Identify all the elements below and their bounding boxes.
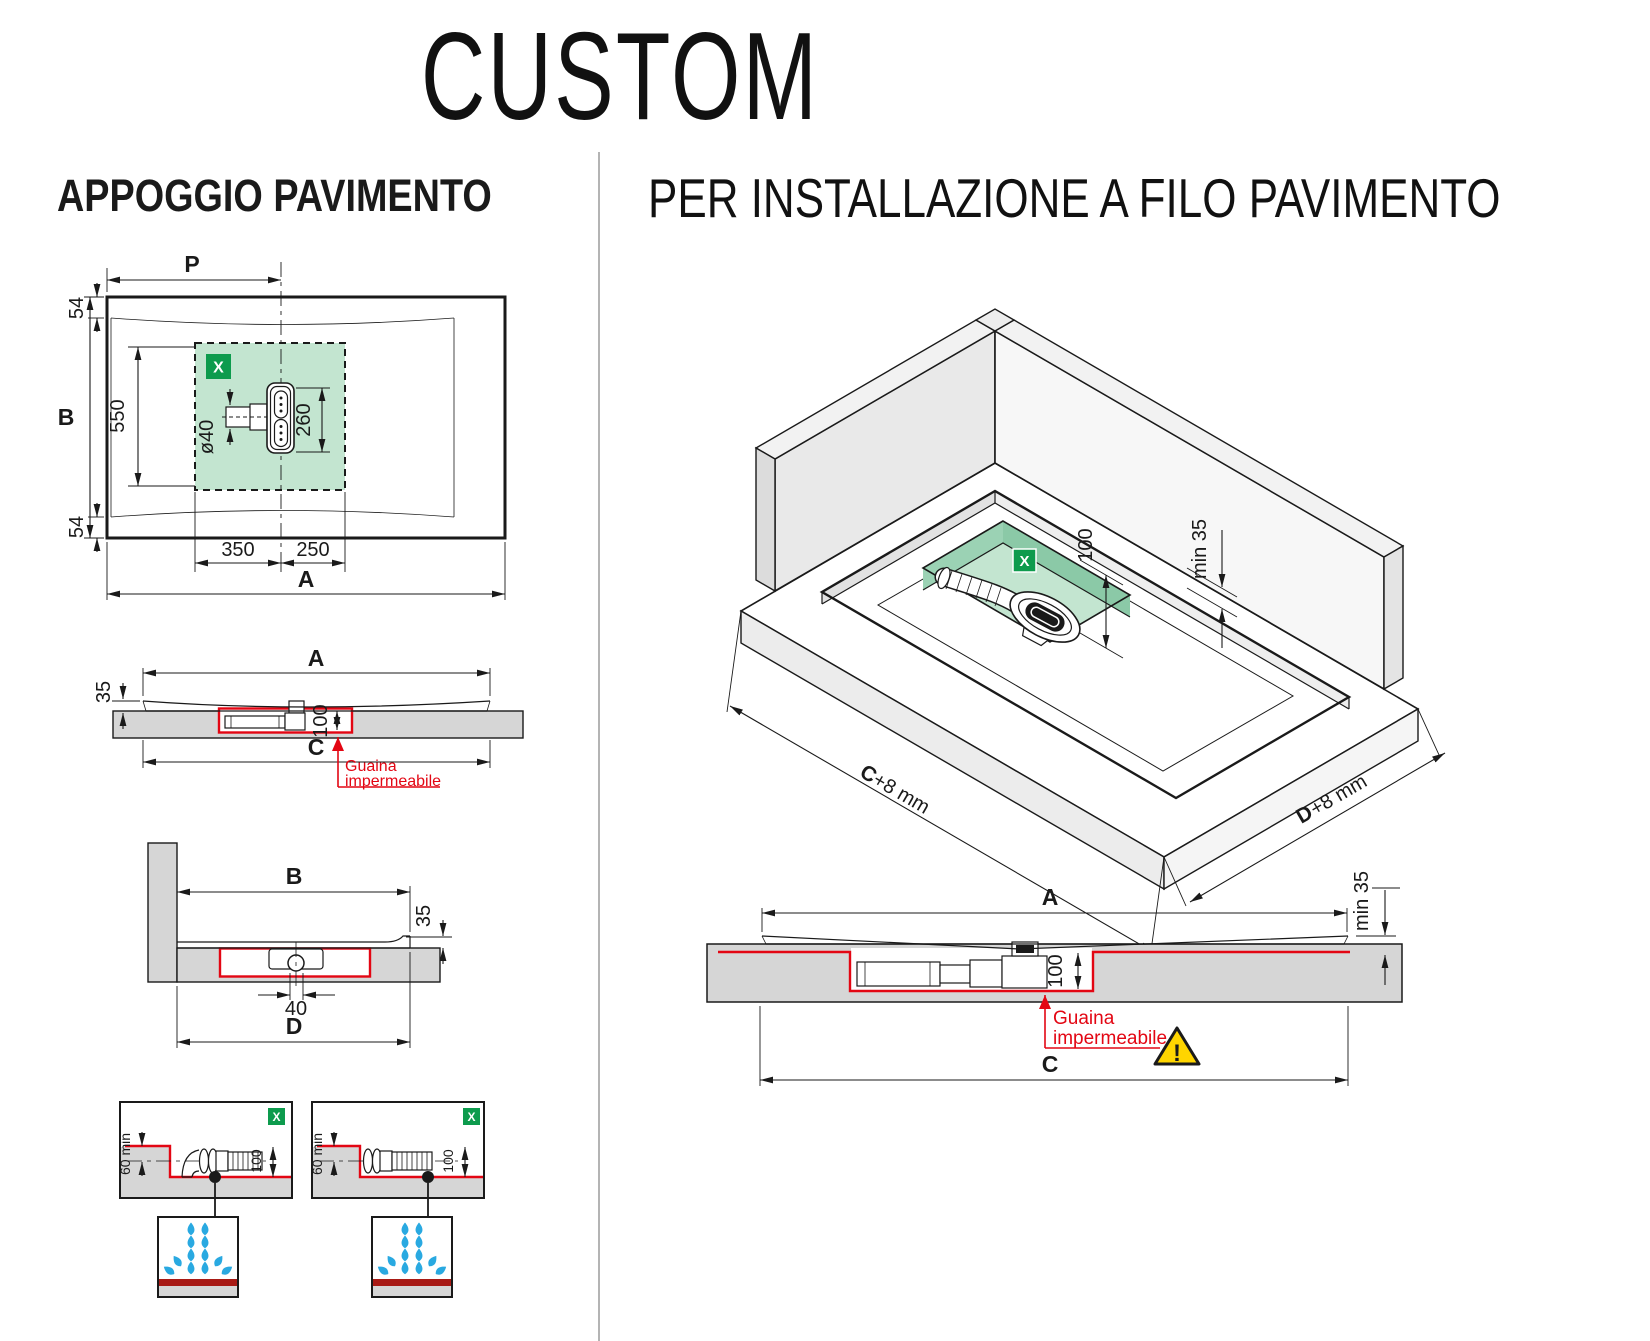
straight-pipe-icon — [362, 1148, 433, 1174]
guaina-label-1: Guaina — [1053, 1008, 1115, 1029]
drain-trap-side — [268, 942, 324, 988]
sectionB-dim-35-label: 35 — [413, 905, 435, 927]
iso-dim-100-label: 100 — [1075, 528, 1097, 561]
guaina-label-1: Guaina — [345, 758, 397, 775]
warning-icon: ! — [1153, 1026, 1201, 1067]
plan-view-diagram: X P B — [58, 251, 507, 600]
dim-54-top-label: 54 — [66, 297, 88, 319]
page-title: CUSTOM — [420, 8, 820, 146]
dim-d40-label: ø40 — [196, 420, 218, 454]
elbow-pipe-icon — [181, 1148, 263, 1178]
warning-exclamation: ! — [1173, 1040, 1181, 1067]
dim-260-label: 260 — [293, 403, 315, 436]
detail2-x-badge: X — [463, 1108, 480, 1125]
guaina-label-2: impermeabile — [345, 773, 441, 790]
detail-box-elbow: 60 min 100 X — [117, 1101, 293, 1298]
sectionA-dim-35-label: 35 — [93, 681, 115, 703]
drain-zone-badge: X — [206, 354, 231, 379]
drain-trap-rsection — [856, 941, 1048, 989]
wall-section — [147, 842, 178, 983]
dim-250-label: 250 — [296, 539, 329, 561]
iso-dim-c8-label: C +8 mm — [856, 760, 933, 819]
dim-b-label: B — [58, 404, 75, 430]
rsection-dim-100-label: 100 — [1045, 954, 1067, 987]
dim-54-bottom-label: 54 — [66, 516, 88, 538]
front-section-diagram: A 35 100 C — [93, 645, 524, 790]
detail2-dim-60min-label: 60 min — [309, 1133, 325, 1175]
guaina-label-2: impermeabile — [1053, 1028, 1167, 1049]
waterproof-membrane-callout: Guaina impermeabile — [1039, 995, 1167, 1049]
water-spray-icon — [371, 1216, 453, 1298]
sectionA-dim-c-label: C — [308, 734, 325, 760]
drain-pipe-plan — [222, 403, 268, 431]
dim-350-label: 350 — [221, 539, 254, 561]
sectionB-dim-40-label: 40 — [285, 998, 307, 1020]
dim-p-label: P — [184, 251, 199, 277]
section-divider — [598, 152, 600, 1341]
rsection-dim-min35-label: min 35 — [1351, 871, 1373, 931]
rsection-dim-a-label: A — [1042, 884, 1059, 910]
drain-symbol-plan — [266, 382, 295, 454]
sectionB-dim-d-label: D — [286, 1013, 303, 1039]
sectionA-dim-a-label: A — [308, 645, 325, 671]
detail1-dim-100-label: 100 — [248, 1149, 264, 1173]
dim-550-label: 550 — [107, 399, 129, 432]
rsection-dim-c-label: C — [1042, 1051, 1059, 1077]
svg-text:+8 mm: +8 mm — [869, 769, 933, 819]
detail-box-straight: 60 min 100 X — [309, 1101, 485, 1298]
x-badge-icon: X — [1019, 553, 1029, 570]
flush-section-diagram: A 100 Guaina im — [706, 871, 1403, 1086]
detail1-dim-60min-label: 60 min — [117, 1133, 133, 1175]
x-badge-icon: X — [213, 360, 224, 377]
detail2-dim-100-label: 100 — [440, 1149, 456, 1173]
x-badge-icon: X — [272, 1110, 280, 1124]
detail1-x-badge: X — [268, 1108, 285, 1125]
drain-pocket-iso: X — [921, 520, 1132, 647]
x-badge-icon: X — [467, 1110, 475, 1124]
waterproof-membrane-callout: Guaina impermeabile — [332, 737, 441, 790]
isometric-installation-diagram: X 100 min 35 — [726, 308, 1446, 959]
sectionB-dim-b-label: B — [286, 863, 303, 889]
iso-walls — [754, 308, 1405, 691]
drain-flange-iso — [1009, 591, 1081, 647]
side-section-diagram: B 35 40 D — [147, 842, 452, 1048]
left-section-heading: APPOGGIO PAVIMENTO — [57, 170, 492, 221]
water-spray-icon — [157, 1216, 239, 1298]
dim-a-label: A — [298, 566, 315, 592]
iso-x-badge: X — [1012, 548, 1037, 573]
right-section-heading: PER INSTALLAZIONE A FILO PAVIMENTO — [648, 167, 1501, 229]
iso-dim-min35-label: min 35 — [1189, 519, 1211, 579]
sectionA-dim-100-label: 100 — [310, 704, 332, 737]
